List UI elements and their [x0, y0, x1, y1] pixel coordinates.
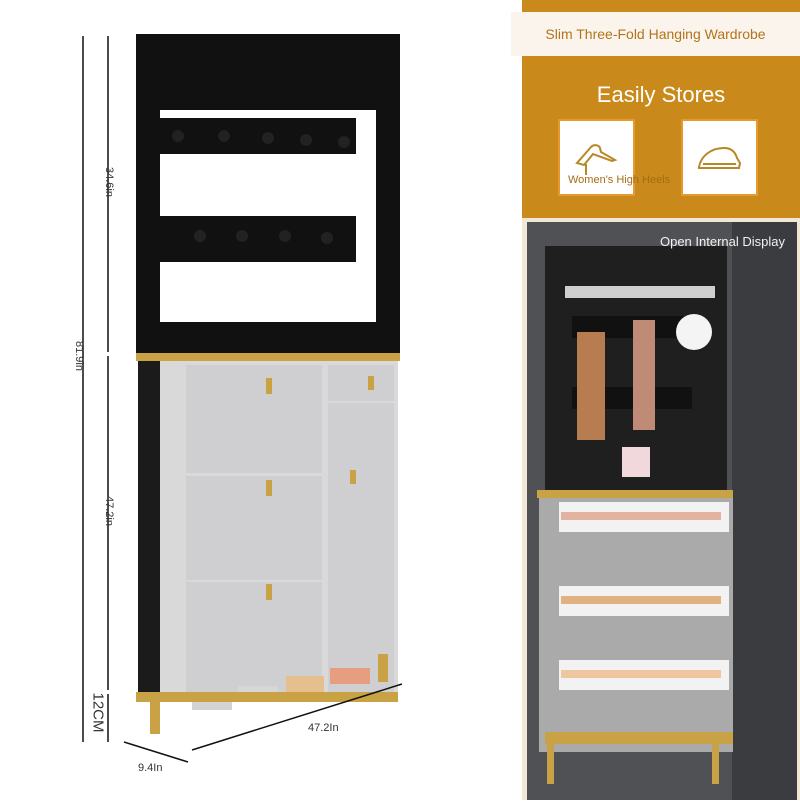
- sneaker-icon: [698, 146, 742, 169]
- dimension-width: 47.2In: [308, 722, 339, 734]
- dimension-cabinet-height: 47.2in: [102, 496, 115, 526]
- dimension-top-height: 34.6in: [102, 167, 115, 197]
- dimension-total-height: 81.9in: [72, 341, 85, 371]
- feature-label-high-heels: Women's High Heels: [568, 174, 671, 186]
- wardrobe-base: [136, 692, 398, 702]
- dimension-base-height: 12CM: [89, 692, 107, 733]
- product-dimension-panel: 34.6in 81.9in 47.2in 12CM 47.2In 9.4In: [72, 34, 403, 774]
- feature-item-high-heels: [558, 119, 635, 196]
- wardrobe-illustration: [82, 34, 403, 763]
- photo-caption: Open Internal Display: [659, 234, 785, 249]
- dimension-depth: 9.4In: [138, 762, 163, 774]
- internal-display-illustration: [527, 222, 797, 800]
- internal-display-photo: Open Internal Display: [527, 222, 797, 800]
- product-title: Slim Three-Fold Hanging Wardrobe: [511, 12, 800, 56]
- feature-item-sneakers: [681, 119, 758, 196]
- feature-title: Easily Stores: [596, 82, 726, 107]
- hook-rail-top: [160, 118, 356, 154]
- high-heel-icon: [575, 144, 618, 175]
